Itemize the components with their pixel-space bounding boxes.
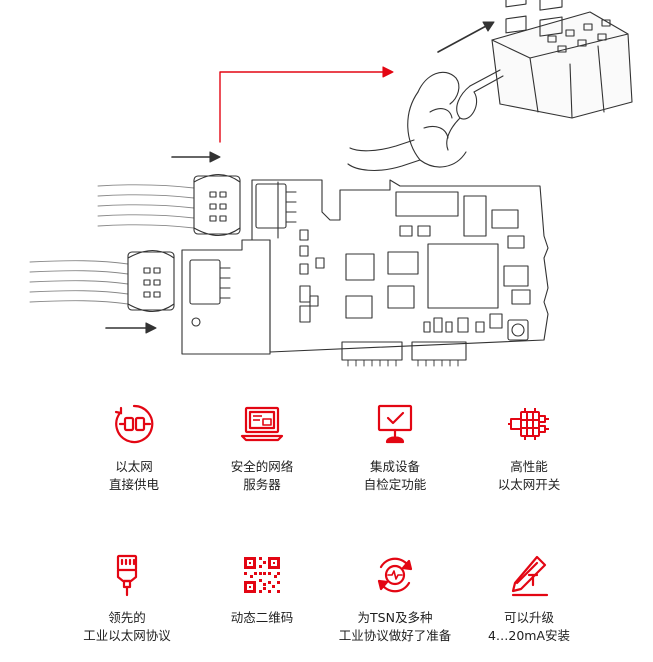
- terminal-block: [491, 0, 633, 119]
- feature-label: 领先的 工业以太网协议: [83, 610, 171, 643]
- feature-qrcode: 动态二维码: [187, 553, 337, 627]
- feature-poe: 以太网 直接供电: [59, 402, 209, 494]
- upgrade-tool-icon: [511, 555, 549, 597]
- rj45-connector-icon: [116, 554, 138, 597]
- plug-circle-icon: [114, 404, 154, 444]
- feature-webserver: 安全的网络 服务器: [187, 402, 337, 494]
- red-routing-arrow: [219, 66, 394, 143]
- feature-label: 集成设备 自检定功能: [363, 459, 427, 492]
- connector-lower: [127, 249, 231, 313]
- cable-bundle-upper: [97, 184, 195, 229]
- feature-switch: 高性能 以太网开关: [454, 402, 604, 494]
- circuit-board: [181, 179, 549, 367]
- hand-with-screwdriver: [347, 69, 504, 172]
- feature-label: 可以升级 4…20mA安装: [487, 610, 571, 643]
- feature-label: 动态二维码: [230, 610, 294, 625]
- arrow-upper-connector: [171, 151, 221, 163]
- feature-label: 高性能 以太网开关: [497, 459, 561, 492]
- feature-label: 以太网 直接供电: [108, 459, 159, 492]
- feature-label: 安全的网络 服务器: [230, 459, 294, 492]
- feature-label: 为TSN及多种 工业协议做好了准备: [338, 610, 452, 643]
- cable-bundle-lower: [29, 260, 129, 305]
- feature-selftest: 集成设备 自检定功能: [320, 402, 470, 494]
- feature-tsn: 为TSN及多种 工业协议做好了准备: [320, 553, 470, 645]
- feature-protocol: 领先的 工业以太网协议: [52, 553, 202, 645]
- arrow-top-right: [437, 21, 495, 53]
- ethernet-switch-icon: [508, 408, 549, 440]
- monitor-check-icon: [377, 404, 413, 444]
- connector-upper: [193, 173, 297, 237]
- arrow-lower-connector: [105, 322, 157, 334]
- device-line-drawing: [29, 0, 633, 367]
- feature-upgrade: 可以升级 4…20mA安装: [454, 553, 604, 645]
- tsn-cycle-icon: [377, 557, 413, 593]
- laptop-icon: [240, 406, 284, 442]
- qr-code-icon: [244, 557, 280, 593]
